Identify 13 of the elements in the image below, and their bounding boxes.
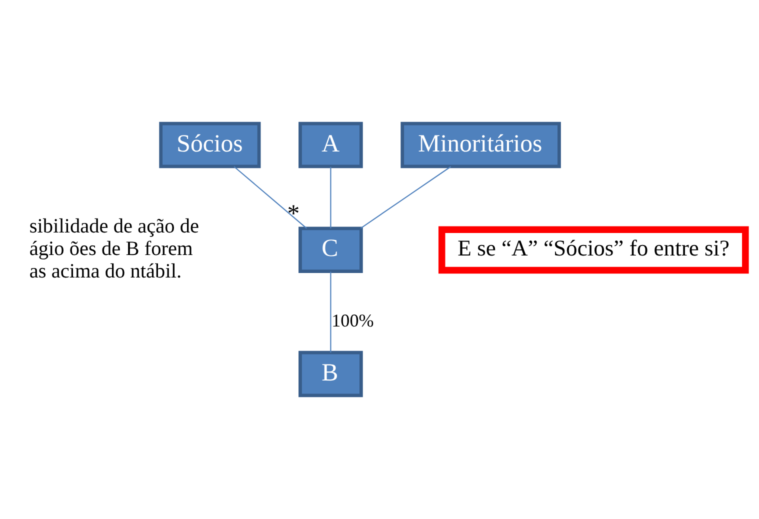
node-label: * bbox=[287, 200, 300, 228]
node-box: C bbox=[298, 226, 363, 274]
connector bbox=[360, 166, 452, 229]
node-box: Minoritários bbox=[400, 122, 561, 168]
connector bbox=[234, 166, 307, 229]
edge-label: 100% bbox=[332, 310, 374, 330]
node-box: Sócios bbox=[159, 122, 261, 168]
node-box: A bbox=[298, 122, 363, 168]
node-box: B bbox=[298, 350, 363, 398]
connector bbox=[330, 166, 332, 228]
connector bbox=[330, 272, 332, 353]
node-box: E se “A” “Sócios” fo entre si? bbox=[438, 226, 749, 274]
label: sibilidade de ação de ágio ões de B forem as acima do ntábil. bbox=[29, 215, 200, 282]
